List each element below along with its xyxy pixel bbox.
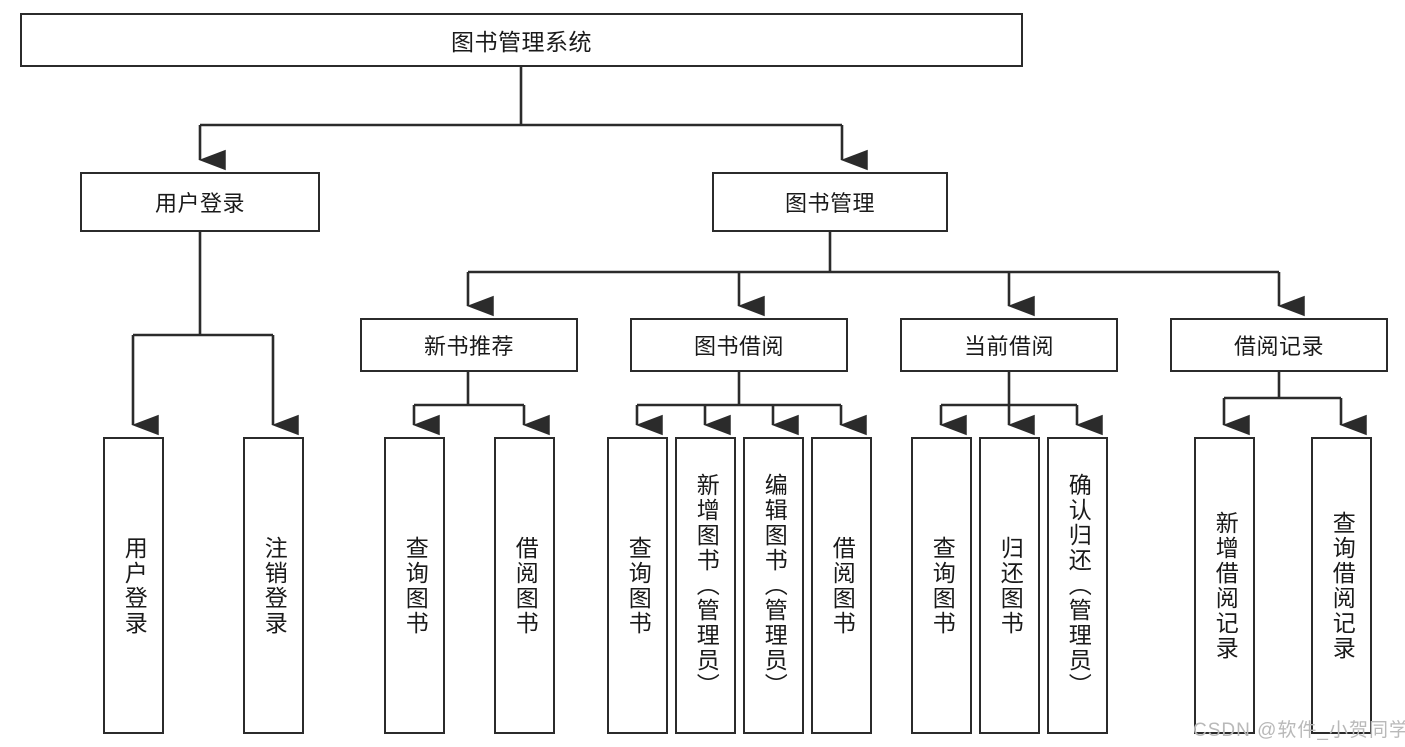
- node-book-borrow-label: 图书借阅: [693, 334, 784, 359]
- node-root: 图书管理系统: [20, 13, 1023, 67]
- node-root-label: 图书管理系统: [451, 29, 592, 55]
- node-user-login-label: 用户登录: [154, 191, 245, 216]
- leaf-book-borrow-query-book: 查询图书: [607, 437, 668, 734]
- leaf-current-borrow-query-book: 查询图书: [911, 437, 972, 734]
- leaf-user-login-login: 用户登录: [103, 437, 164, 734]
- node-book-borrow: 图书借阅: [630, 318, 848, 372]
- leaf-label: 新增借阅记录: [1212, 510, 1239, 661]
- leaf-user-login-logout: 注销登录: [243, 437, 304, 734]
- leaf-borrow-record-add-record: 新增借阅记录: [1194, 437, 1255, 734]
- node-book-management: 图书管理: [712, 172, 948, 232]
- csdn-watermark: CSDN @软件_小贺同学: [1193, 720, 1405, 741]
- leaf-label: 注销登录: [261, 535, 288, 636]
- node-user-login: 用户登录: [80, 172, 320, 232]
- leaf-book-borrow-borrow-book: 借阅图书: [811, 437, 872, 734]
- leaf-label: 借阅图书: [512, 535, 539, 636]
- leaf-new-book-query-book: 查询图书: [384, 437, 445, 734]
- leaf-new-book-borrow-book: 借阅图书: [494, 437, 555, 734]
- leaf-current-borrow-confirm-return: 确认归还（管理员）: [1047, 437, 1108, 734]
- leaf-label: 查询图书: [625, 535, 652, 636]
- leaf-label: 用户登录: [121, 535, 148, 636]
- node-new-book-recommend-label: 新书推荐: [423, 334, 514, 359]
- node-current-borrow: 当前借阅: [900, 318, 1118, 372]
- node-new-book-recommend: 新书推荐: [360, 318, 578, 372]
- leaf-label: 查询图书: [929, 535, 956, 636]
- node-borrow-record: 借阅记录: [1170, 318, 1388, 372]
- leaf-label: 新增图书（管理员）: [693, 473, 720, 698]
- leaf-label: 查询图书: [402, 535, 429, 636]
- leaf-label: 确认归还（管理员）: [1065, 473, 1092, 698]
- node-current-borrow-label: 当前借阅: [963, 334, 1054, 359]
- leaf-label: 查询借阅记录: [1329, 510, 1356, 661]
- leaf-current-borrow-return-book: 归还图书: [979, 437, 1040, 734]
- leaf-borrow-record-query-record: 查询借阅记录: [1311, 437, 1372, 734]
- leaf-book-borrow-edit-book: 编辑图书（管理员）: [743, 437, 804, 734]
- leaf-label: 借阅图书: [829, 535, 856, 636]
- node-borrow-record-label: 借阅记录: [1233, 334, 1324, 359]
- leaf-book-borrow-add-book: 新增图书（管理员）: [675, 437, 736, 734]
- node-book-management-label: 图书管理: [784, 191, 875, 216]
- leaf-label: 编辑图书（管理员）: [761, 473, 788, 698]
- leaf-label: 归还图书: [997, 535, 1024, 636]
